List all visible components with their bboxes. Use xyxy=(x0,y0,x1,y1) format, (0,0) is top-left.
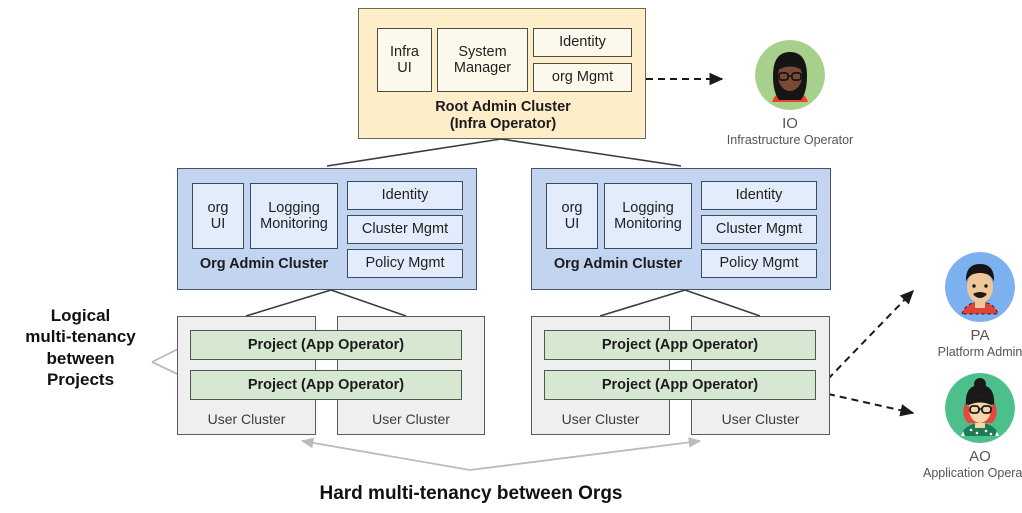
user-cluster-label: User Cluster xyxy=(207,411,286,427)
tile-identity[interactable]: Identity xyxy=(347,181,463,210)
project-app-operator[interactable]: Project (App Operator) xyxy=(190,370,462,400)
project-label: Project (App Operator) xyxy=(247,376,405,393)
avatar-pa xyxy=(945,252,1015,322)
tile-label: Policy Mgmt xyxy=(365,255,445,272)
project-app-operator[interactable]: Project (App Operator) xyxy=(190,330,462,360)
user-cluster-label: User Cluster xyxy=(372,411,450,427)
edge-hard-multitenancy xyxy=(300,437,702,471)
persona-role: Platform Admin xyxy=(937,345,1022,359)
tile-org-mgmt[interactable]: org Mgmt xyxy=(533,63,632,92)
project-label: Project (App Operator) xyxy=(601,336,759,353)
tile-label: Logging Monitoring xyxy=(260,199,328,232)
tile-infra-ui[interactable]: Infra UI xyxy=(377,28,432,92)
edge-orgright-to-userclusters xyxy=(599,289,761,317)
project-label: Project (App Operator) xyxy=(247,336,405,353)
avatar-io-icon xyxy=(755,40,825,110)
root-admin-cluster[interactable]: Infra UI System Manager Identity org Mgm… xyxy=(358,8,646,139)
tile-label: Identity xyxy=(559,34,606,51)
tile-label: org UI xyxy=(561,199,583,232)
tile-label: Logging Monitoring xyxy=(614,199,682,232)
tile-org-ui[interactable]: org UI xyxy=(192,183,244,249)
user-cluster-label: User Cluster xyxy=(561,411,640,427)
tile-label: Cluster Mgmt xyxy=(361,221,449,238)
tile-logging-monitoring[interactable]: Logging Monitoring xyxy=(604,183,692,249)
persona-io[interactable]: IO Infrastructure Operator xyxy=(725,40,855,147)
logical-multitenancy-caption: Logical multi-tenancy between Projects xyxy=(25,306,136,389)
hard-multitenancy-caption: Hard multi-tenancy between Orgs xyxy=(319,483,623,504)
tile-cluster-mgmt[interactable]: Cluster Mgmt xyxy=(701,215,817,244)
edge-root-to-orgs xyxy=(326,138,682,167)
tile-policy-mgmt[interactable]: Policy Mgmt xyxy=(347,249,463,278)
persona-abbr: AO xyxy=(969,448,991,465)
tile-label: Infra UI xyxy=(389,43,419,76)
tile-policy-mgmt[interactable]: Policy Mgmt xyxy=(701,249,817,278)
tile-logging-monitoring[interactable]: Logging Monitoring xyxy=(250,183,338,249)
tile-org-ui[interactable]: org UI xyxy=(546,183,598,249)
tile-identity[interactable]: Identity xyxy=(533,28,632,57)
project-label: Project (App Operator) xyxy=(601,376,759,393)
persona-role: Application Operator xyxy=(923,466,1022,480)
persona-ao[interactable]: AO Application Operator xyxy=(915,373,1022,480)
tile-label: Identity xyxy=(381,187,429,204)
root-cluster-label: Root Admin Cluster (Infra Operator) xyxy=(435,99,571,133)
avatar-ao xyxy=(945,373,1015,443)
tile-label: System Manager xyxy=(453,43,512,76)
avatar-pa-icon xyxy=(945,252,1015,322)
org-admin-cluster-right[interactable]: org UI Logging Monitoring Identity Clust… xyxy=(531,168,831,290)
persona-pa[interactable]: PA Platform Admin xyxy=(915,252,1022,359)
user-cluster-label: User Cluster xyxy=(721,411,800,427)
edge-orgleft-to-userclusters xyxy=(245,289,407,317)
persona-abbr: IO xyxy=(782,115,798,132)
avatar-ao-icon xyxy=(945,373,1015,443)
org-admin-cluster-left[interactable]: org UI Logging Monitoring Identity Clust… xyxy=(177,168,477,290)
org-cluster-label: Org Admin Cluster xyxy=(553,256,683,272)
project-app-operator[interactable]: Project (App Operator) xyxy=(544,370,816,400)
tile-label: Policy Mgmt xyxy=(719,255,799,272)
tile-label: org UI xyxy=(207,199,229,232)
tile-label: Identity xyxy=(735,187,783,204)
project-app-operator[interactable]: Project (App Operator) xyxy=(544,330,816,360)
tile-label: Cluster Mgmt xyxy=(715,221,803,238)
tile-identity[interactable]: Identity xyxy=(701,181,817,210)
edge-project-to-pa xyxy=(827,289,914,380)
org-cluster-label: Org Admin Cluster xyxy=(199,256,329,272)
persona-abbr: PA xyxy=(970,327,990,344)
persona-role: Infrastructure Operator xyxy=(726,133,854,147)
tile-label: org Mgmt xyxy=(551,69,614,86)
tile-cluster-mgmt[interactable]: Cluster Mgmt xyxy=(347,215,463,244)
edge-project-to-ao xyxy=(827,393,915,417)
tile-system-manager[interactable]: System Manager xyxy=(437,28,528,92)
avatar-io xyxy=(755,40,825,110)
